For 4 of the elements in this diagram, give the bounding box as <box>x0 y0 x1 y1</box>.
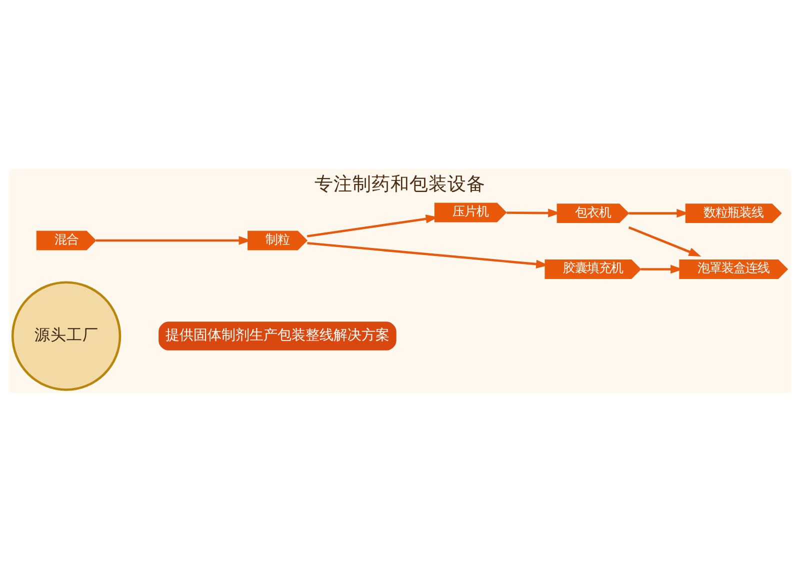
label: 提供固体制剂生产包装整线解决方案 <box>165 327 390 344</box>
node-circle: 源头工厂 <box>11 281 122 391</box>
diagram-title: 专注制药和包装设备 <box>314 174 486 196</box>
arrow <box>628 226 702 257</box>
